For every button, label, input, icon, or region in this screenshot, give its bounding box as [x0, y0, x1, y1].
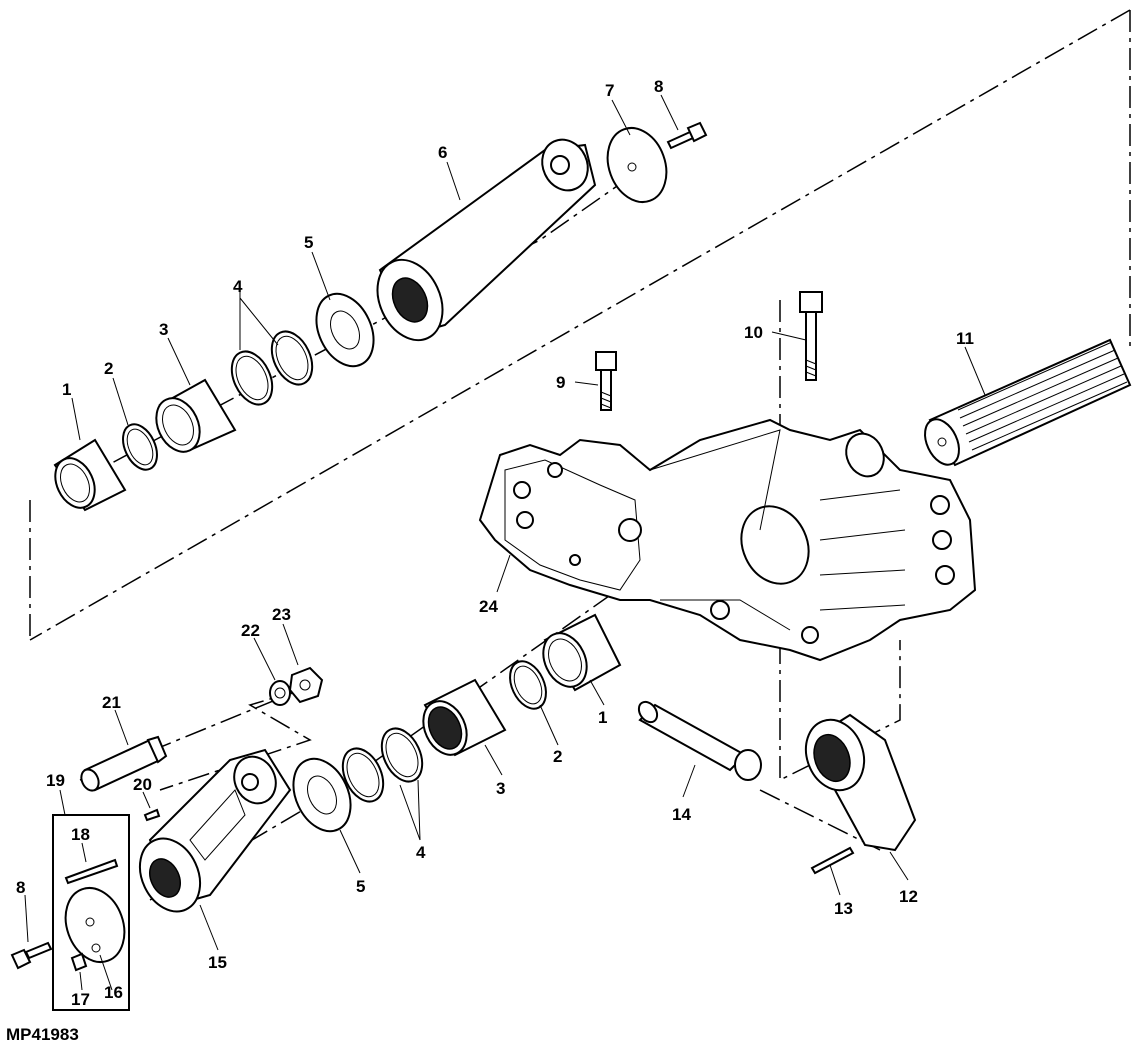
pin-18 [64, 858, 119, 885]
splined-shaft [924, 338, 1132, 467]
callout-18: 18 [71, 825, 90, 844]
thrust-washer-lower [292, 757, 352, 833]
callout-22: 22 [241, 621, 260, 640]
needle-bearing-lower [422, 678, 507, 757]
callout-2-upper: 2 [104, 359, 113, 378]
callout-19: 19 [46, 771, 65, 790]
clevis-pin [80, 735, 168, 792]
callout-15: 15 [208, 953, 227, 972]
kit-19-box [52, 814, 130, 1011]
axle-housing [478, 418, 977, 662]
hex-nut [288, 666, 324, 704]
thrust-washer-upper [315, 292, 375, 368]
bushing-upper [53, 438, 127, 512]
callout-6: 6 [438, 143, 447, 162]
callout-2-lower: 2 [553, 747, 562, 766]
lock-washer [269, 680, 291, 706]
callout-12: 12 [899, 887, 918, 906]
figure-id: MP41983 [6, 1025, 79, 1044]
needle-bearing-upper [155, 378, 237, 453]
callout-9: 9 [556, 373, 565, 392]
plug-17 [70, 952, 88, 972]
callout-20: 20 [133, 775, 152, 794]
callout-5-lower: 5 [356, 877, 365, 896]
callout-16: 16 [104, 983, 123, 1002]
callout-17: 17 [71, 990, 90, 1009]
callout-1-lower: 1 [598, 708, 607, 727]
callout-3-upper: 3 [159, 320, 168, 339]
cap-plate-16 [64, 887, 126, 963]
steering-arm-lower [138, 748, 292, 913]
callout-14: 14 [672, 805, 691, 824]
snap-ring-lower [509, 660, 547, 710]
callout-10: 10 [744, 323, 763, 342]
callout-4-lower: 4 [416, 843, 426, 862]
callout-11: 11 [956, 329, 974, 348]
spindle-arm [804, 713, 917, 852]
steering-arm-upper [376, 138, 597, 342]
callout-8-upper: 8 [654, 77, 663, 96]
callout-labels: 1 2 3 4 5 6 7 8 9 10 11 24 22 23 21 20 1… [16, 77, 974, 1009]
leader-lines [24, 94, 986, 991]
callout-23: 23 [272, 605, 291, 624]
callout-7: 7 [605, 81, 614, 100]
cotter-pin [810, 846, 855, 875]
cap-bolt-lower [10, 941, 53, 970]
seal-rings-lower [341, 727, 424, 803]
pivot-pin [637, 700, 762, 781]
callout-4-upper: 4 [233, 277, 243, 296]
mount-bolt-short [595, 351, 617, 411]
callout-13: 13 [834, 899, 853, 918]
callout-24: 24 [479, 597, 498, 616]
mount-bolt-long [799, 291, 823, 381]
roll-pin-small [143, 808, 161, 822]
cap-plate-upper [606, 127, 668, 203]
snap-ring-upper [122, 423, 158, 471]
callout-1-upper: 1 [62, 380, 71, 399]
callout-8-lower: 8 [16, 878, 25, 897]
callout-21: 21 [102, 693, 121, 712]
bushing-lower [542, 613, 622, 692]
seal-rings-upper [230, 330, 314, 406]
callout-3-lower: 3 [496, 779, 505, 798]
cap-bolt-upper [666, 121, 708, 150]
callout-5-upper: 5 [304, 233, 313, 252]
